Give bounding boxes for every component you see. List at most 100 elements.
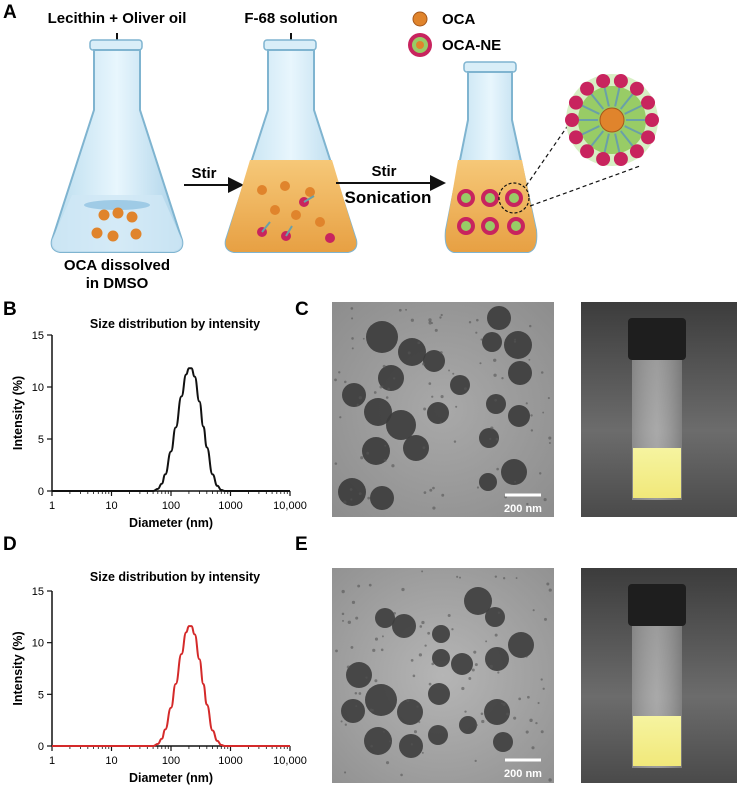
x-tick-label: 10,000 (273, 500, 307, 512)
tem-noise-dot (347, 666, 350, 669)
tem-noise-dot (382, 385, 384, 387)
lipid-head (569, 96, 583, 110)
tem-noise-dot (339, 416, 341, 418)
tem-noise-dot (418, 721, 420, 723)
nanodroplet (482, 332, 502, 352)
tem-noise-dot (469, 321, 471, 323)
tem-noise-dot (374, 391, 377, 394)
nanodroplet (399, 734, 423, 758)
y-tick-label: 10 (32, 382, 44, 394)
tem-noise-dot (529, 325, 531, 327)
tem-noise-dot (366, 452, 369, 455)
x-tick-label: 10,000 (273, 755, 307, 767)
nanodroplet (392, 614, 416, 638)
tem-noise-dot (351, 307, 354, 310)
tem-noise-dot (439, 316, 441, 318)
tem-noise-dot (405, 309, 407, 311)
tem-noise-dot (383, 365, 386, 368)
tem-noise-dot (411, 743, 413, 745)
legend-oca-ne-label: OCA-NE (442, 37, 501, 54)
tem-noise-dot (374, 679, 377, 682)
tem-noise-dot (431, 662, 434, 665)
oca-particle-icon (413, 12, 427, 26)
tem-noise-dot (451, 628, 453, 630)
nanodroplet (432, 649, 450, 667)
tem-noise-dot (455, 406, 457, 408)
tem-noise-dot (452, 373, 454, 375)
tem-noise-dot (387, 388, 390, 391)
tem-noise-dot (389, 740, 391, 742)
y-tick-label: 10 (32, 638, 44, 650)
tem-noise-dot (526, 731, 529, 734)
tem-noise-dot (429, 683, 432, 686)
tem-noise-dot (384, 459, 386, 461)
reagent-1-label: Lecithin + Oliver oil (48, 10, 187, 27)
tem-noise-dot (344, 771, 346, 773)
tem-noise-dot (518, 698, 521, 701)
panel-label-c: C (295, 299, 309, 320)
tem-noise-dot (548, 397, 550, 399)
tem-noise-dot (335, 649, 338, 652)
x-tick-label: 10 (105, 500, 117, 512)
tem-noise-dot (472, 668, 475, 671)
step-1-label: Stir (191, 165, 216, 182)
tem-noise-dot (413, 675, 416, 678)
tem-noise-dot (416, 705, 418, 707)
tem-noise-dot (496, 468, 499, 471)
tem-noise-dot (350, 488, 353, 491)
chart-title: Size distribution by intensity (90, 570, 260, 584)
tem-noise-dot (441, 314, 443, 316)
tem-noise-dot (541, 678, 543, 680)
nanodroplet (370, 486, 394, 510)
tem-noise-dot (351, 646, 354, 649)
tem-noise-dot (345, 724, 347, 726)
y-tick-label: 0 (38, 486, 44, 498)
tem-noise-dot (399, 309, 402, 312)
tem-noise-dot (448, 370, 450, 372)
chart-title: Size distribution by intensity (90, 317, 260, 331)
nanodroplet (342, 383, 366, 407)
tem-noise-dot (541, 371, 544, 374)
tem-noise-dot (476, 319, 479, 322)
nanodroplet (386, 410, 416, 440)
tem-noise-dot (414, 730, 417, 733)
nanodroplet (346, 662, 372, 688)
tem-noise-dot (386, 396, 389, 399)
reagent-2-label: F-68 solution (244, 10, 337, 27)
nanodroplet (428, 683, 450, 705)
tem-noise-dot (435, 329, 438, 332)
lipid-head (645, 113, 659, 127)
nanodroplet (427, 402, 449, 424)
tem-noise-dot (490, 665, 493, 668)
nanodroplet (364, 727, 392, 755)
tem-noise-dot (456, 576, 458, 578)
tem-noise-dot (372, 649, 375, 652)
tem-noise-dot (530, 414, 532, 416)
tem-image-c: 200 nm (332, 302, 554, 517)
tem-noise-dot (514, 481, 516, 483)
nanodroplet (338, 478, 366, 506)
tem-noise-dot (542, 412, 544, 414)
tem-noise-dot (370, 745, 373, 748)
tem-noise-dot (375, 638, 378, 641)
tem-noise-dot (391, 464, 394, 467)
tem-noise-dot (423, 408, 426, 411)
tem-noise-dot (393, 377, 395, 379)
tem-noise-dot (539, 472, 541, 474)
tem-noise-dot (424, 644, 426, 646)
tem-noise-dot (359, 492, 362, 495)
size-distribution-chart-b: Size distribution by intensity1101001000… (11, 317, 307, 530)
tem-noise-dot (367, 497, 370, 500)
tem-noise-dot (441, 494, 444, 497)
tem-noise-dot (514, 339, 516, 341)
panel-label-d: D (3, 534, 17, 555)
tem-noise-dot (428, 382, 431, 385)
tem-noise-dot (440, 351, 443, 354)
tem-noise-dot (549, 442, 551, 444)
tem-noise-dot (357, 585, 360, 588)
nanodroplet (428, 725, 448, 745)
tem-noise-dot (383, 731, 385, 733)
x-tick-label: 1000 (218, 500, 242, 512)
tem-noise-dot (464, 710, 466, 712)
